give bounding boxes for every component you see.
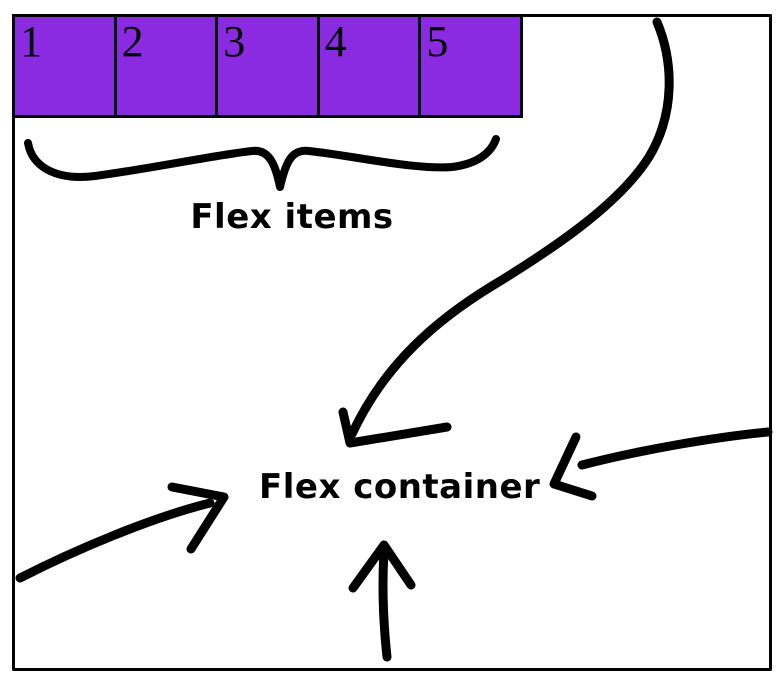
flex-items-caption: Flex items xyxy=(190,197,394,237)
underbrace-icon xyxy=(24,135,500,191)
arrow-top-right-icon xyxy=(338,17,674,448)
arrow-right-icon xyxy=(549,427,773,501)
arrow-bottom-icon xyxy=(348,540,416,662)
flex-item-5: 5 xyxy=(421,17,520,115)
flex-item-2: 2 xyxy=(116,17,219,115)
flex-item-3: 3 xyxy=(218,17,320,115)
arrow-left-icon xyxy=(15,482,229,583)
flex-item-1: 1 xyxy=(15,17,117,115)
flex-container-caption: Flex container xyxy=(259,467,541,507)
flex-items-row: 1 2 3 4 5 xyxy=(12,14,523,118)
flex-item-4: 4 xyxy=(319,17,422,115)
